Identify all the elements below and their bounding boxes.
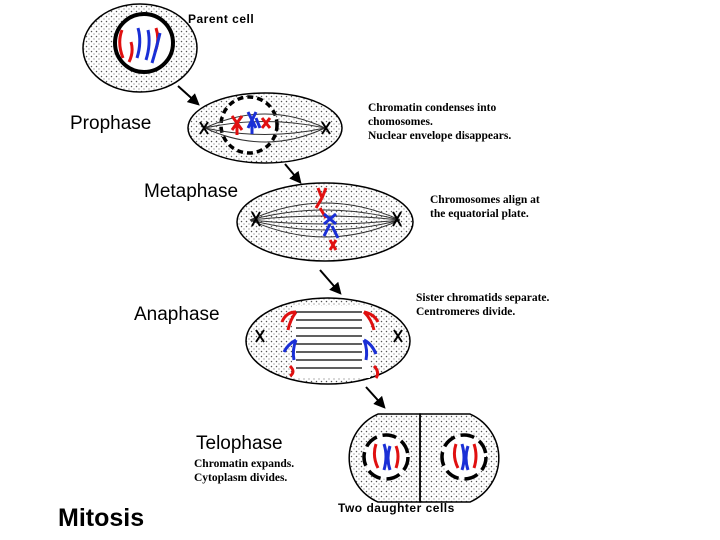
metaphase-cell [236,182,414,262]
metaphase-note: Chromosomes align at the equatorial plat… [430,193,540,221]
prophase-note-line: Nuclear envelope disappears. [368,130,512,142]
chromatids-red [280,310,380,379]
chromosome-blue [322,212,340,239]
anaphase-note-line: Centromeres divide. [416,306,516,318]
anaphase-label: Anaphase [134,304,220,325]
arrow-metaphase-to-anaphase [319,269,342,295]
telophase-cells [348,413,500,503]
parent-cell-label: Parent cell [188,12,255,26]
chromatids-blue [282,338,378,361]
parent-cell [82,3,198,93]
anaphase-cell [245,297,411,385]
centriole-right [392,211,402,227]
prophase-note-line: Chromatin condenses into [368,102,497,114]
prophase-note-line: chomosomes. [368,116,433,128]
daughter-cells-label: Two daughter cells [338,501,455,515]
progression-arrows [177,85,386,409]
telophase-note: Chromatin expands. Cytoplasm divides. [194,457,294,485]
centriole-left [199,121,209,135]
metaphase-note-line: Chromosomes align at [430,194,540,206]
chromatin-blue [135,27,162,64]
centriole-left [255,329,265,343]
centriole-right [393,329,403,343]
arrow-prophase-to-metaphase [284,163,302,184]
chromosome-red [314,187,338,251]
telophase-label: Telophase [196,433,283,454]
centriole-right [321,121,331,135]
centriole-left [251,211,261,227]
arrow-parent-to-prophase [177,85,200,106]
telophase-note-line: Chromatin expands. [194,458,295,470]
spindle-fibers [296,311,362,369]
metaphase-label: Metaphase [144,181,239,202]
prophase-cell [187,92,343,164]
prophase-note: Chromatin condenses into chomosomes. Nuc… [368,101,511,143]
arrow-anaphase-to-telophase [365,386,386,409]
nucleus [113,12,175,74]
telophase-note-line: Cytoplasm divides. [194,472,288,484]
anaphase-note: Sister chromatids separate. Centromeres … [416,291,549,319]
anaphase-note-line: Sister chromatids separate. [416,292,550,304]
metaphase-note-line: the equatorial plate. [430,208,529,220]
page-title: Mitosis [58,504,145,532]
prophase-label: Prophase [70,113,152,134]
